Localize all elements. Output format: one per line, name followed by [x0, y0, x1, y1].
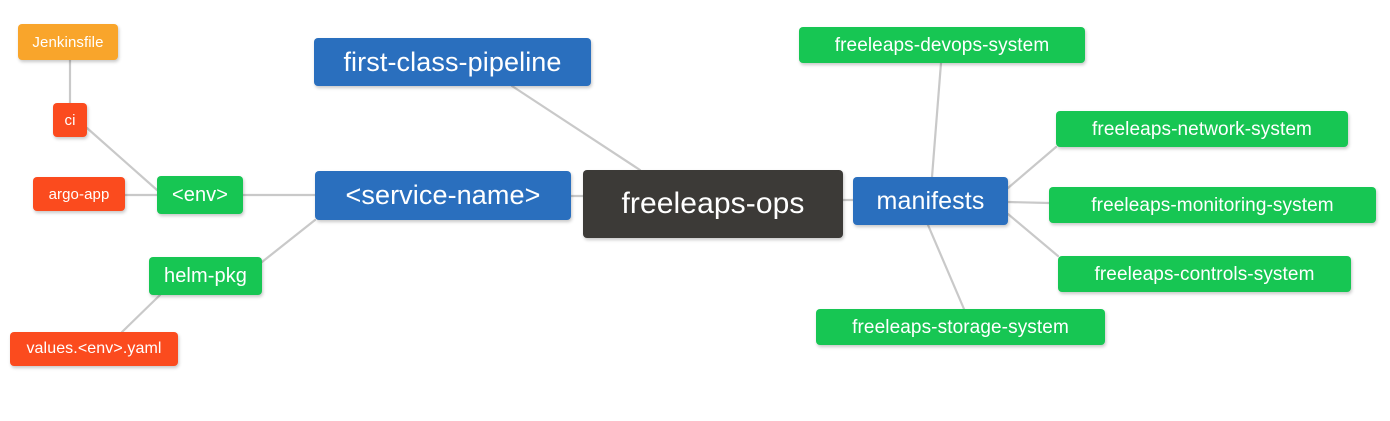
node-first-class-pipeline[interactable]: first-class-pipeline — [314, 38, 591, 86]
node-controls-system[interactable]: freeleaps-controls-system — [1058, 256, 1351, 292]
node-ci[interactable]: ci — [53, 103, 87, 137]
edge-pipeline-ops — [510, 84, 642, 172]
node-argo-app[interactable]: argo-app — [33, 177, 125, 211]
edge-helm-pkg-values — [120, 293, 162, 334]
edge-manifests-devops — [930, 61, 943, 179]
node-env[interactable]: <env> — [157, 176, 243, 214]
node-storage-system[interactable]: freeleaps-storage-system — [816, 309, 1105, 345]
edge-manifests-storage — [926, 223, 966, 311]
node-service-name[interactable]: <service-name> — [315, 171, 571, 220]
node-manifests[interactable]: manifests — [853, 177, 1008, 225]
node-jenkinsfile[interactable]: Jenkinsfile — [18, 24, 118, 60]
node-values-env-yaml[interactable]: values.<env>.yaml — [10, 332, 178, 366]
edge-service-name-helm-pkg — [260, 218, 317, 264]
edge-manifests-monitoring — [1006, 200, 1051, 205]
node-devops-system[interactable]: freeleaps-devops-system — [799, 27, 1085, 63]
node-monitoring-system[interactable]: freeleaps-monitoring-system — [1049, 187, 1376, 223]
node-freeleaps-ops[interactable]: freeleaps-ops — [583, 170, 843, 238]
edge-manifests-network — [1006, 145, 1058, 190]
node-network-system[interactable]: freeleaps-network-system — [1056, 111, 1348, 147]
node-helm-pkg[interactable]: helm-pkg — [149, 257, 262, 295]
